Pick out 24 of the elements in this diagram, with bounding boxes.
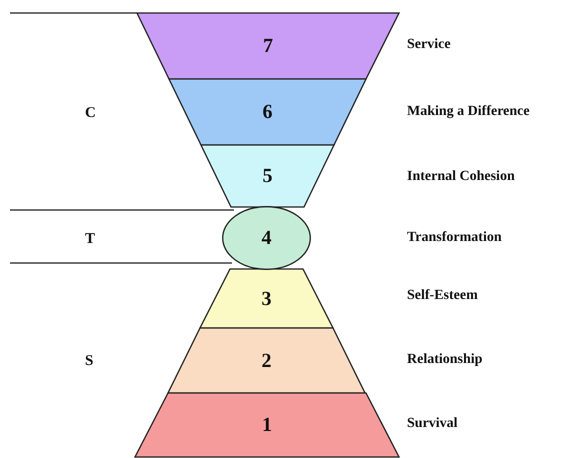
level-number: 3 xyxy=(262,288,272,310)
level-name: Relationship xyxy=(407,351,482,369)
level-name: Transformation xyxy=(407,229,502,247)
level-name: Making a Difference xyxy=(407,103,530,121)
group-letter: S xyxy=(85,352,94,370)
level-band xyxy=(168,328,365,393)
group-letter: C xyxy=(85,104,96,122)
level-number: 2 xyxy=(262,350,272,372)
level-circle xyxy=(222,206,311,270)
group-letter: T xyxy=(85,230,96,248)
level-name: Survival xyxy=(407,415,458,433)
level-number: 7 xyxy=(263,35,273,57)
level-number: 4 xyxy=(262,227,272,249)
level-number: 6 xyxy=(262,101,272,123)
level-band xyxy=(135,393,399,457)
level-band xyxy=(169,79,366,145)
level-band xyxy=(137,13,399,79)
level-number: 5 xyxy=(262,165,272,187)
level-band xyxy=(201,145,334,207)
level-name: Internal Cohesion xyxy=(407,168,515,186)
level-band xyxy=(200,269,333,328)
level-name: Self-Esteem xyxy=(407,287,478,305)
level-name: Service xyxy=(407,36,451,54)
level-number: 1 xyxy=(262,414,272,436)
